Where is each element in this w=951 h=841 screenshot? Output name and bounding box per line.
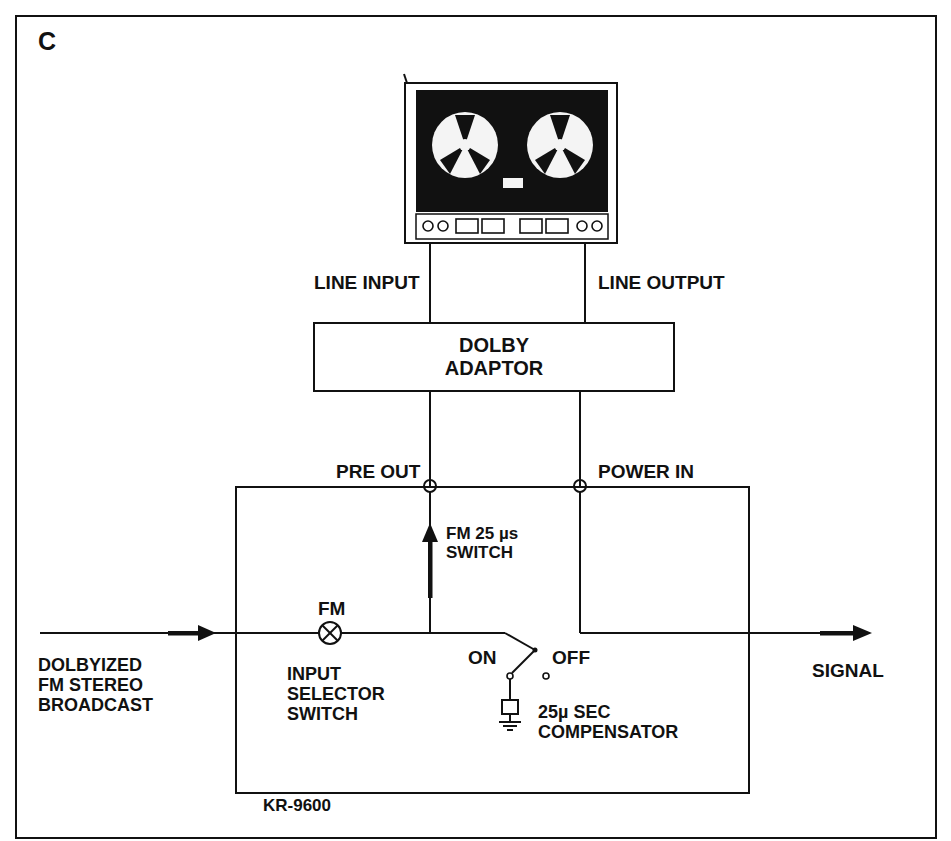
connector bbox=[429, 392, 431, 486]
switch-pivot bbox=[533, 648, 538, 653]
switch-position: OFF bbox=[552, 647, 590, 668]
signal-wire bbox=[40, 492, 858, 730]
switch-label: FM 25 µs SWITCH bbox=[446, 524, 526, 562]
compensator-label: 25µ SEC COMPENSATOR bbox=[538, 702, 688, 742]
tape-deck bbox=[404, 74, 617, 243]
panel-letter: C bbox=[38, 27, 56, 55]
compensator-symbol bbox=[502, 700, 518, 714]
input-label: DOLBYIZED FM STEREO BROADCAST bbox=[38, 655, 163, 715]
connector bbox=[579, 392, 581, 486]
port-label: LINE INPUT bbox=[314, 272, 420, 293]
frame-border bbox=[16, 16, 936, 838]
box-text: DOLBY ADAPTOR bbox=[429, 334, 559, 380]
port-label: POWER IN bbox=[598, 461, 694, 482]
port-label: LINE OUTPUT bbox=[598, 272, 725, 293]
wire bbox=[429, 243, 431, 322]
wire bbox=[584, 243, 586, 322]
selector-symbol bbox=[319, 622, 341, 644]
selector-label: INPUT SELECTOR SWITCH bbox=[287, 664, 399, 724]
switch-contact bbox=[507, 673, 513, 679]
adaptor-box: DOLBY ADAPTOR bbox=[313, 322, 675, 392]
flow-arrow bbox=[168, 523, 872, 641]
switch-contact bbox=[543, 673, 549, 679]
output-label: SIGNAL bbox=[812, 660, 884, 681]
port-label: PRE OUT bbox=[336, 461, 420, 482]
selector-label: FM bbox=[318, 598, 345, 619]
switch-position: ON bbox=[468, 647, 497, 668]
box-text: KR-9600 bbox=[263, 796, 331, 816]
